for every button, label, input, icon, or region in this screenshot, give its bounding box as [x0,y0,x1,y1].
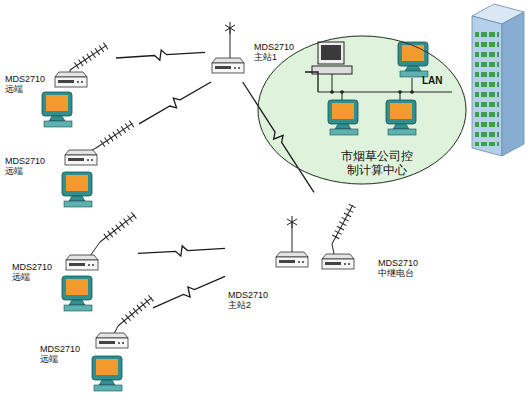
device-label: MDS2710 中继电台 [378,258,428,279]
radio-station: MDS2710 中继电台 [314,190,439,282]
radio-link [243,82,314,192]
lan-cable [305,72,318,92]
device-label: MDS2710 远端 [5,74,53,95]
radio-link [138,246,225,256]
radio-station: MDS2710 远端 [10,208,138,318]
radio-station: MDS2710 远端 [4,118,139,213]
radio-station: MDS2710 远端 [4,38,116,132]
radio-link [139,82,211,124]
device-label: MDS2710 远端 [12,262,60,283]
radio-station: MDS2710 主站1 [205,18,305,82]
device-label: MDS2710 主站1 [254,42,302,63]
control-center-ellipse: LAN 市烟草公司控制计算中心 [256,34,468,186]
network-label: LAN [422,75,452,87]
device-label: MDS2710 远端 [40,344,88,365]
radio-station: MDS2710 主站2 [225,212,310,314]
radio-link [153,276,225,308]
device-label: MDS2710 远端 [5,156,53,177]
center-label: 市烟草公司控制计算中心 [338,150,416,178]
radio-link [116,50,205,60]
radio-station: MDS2710 远端 [38,288,153,403]
device-label: MDS2710 主站2 [228,290,278,311]
